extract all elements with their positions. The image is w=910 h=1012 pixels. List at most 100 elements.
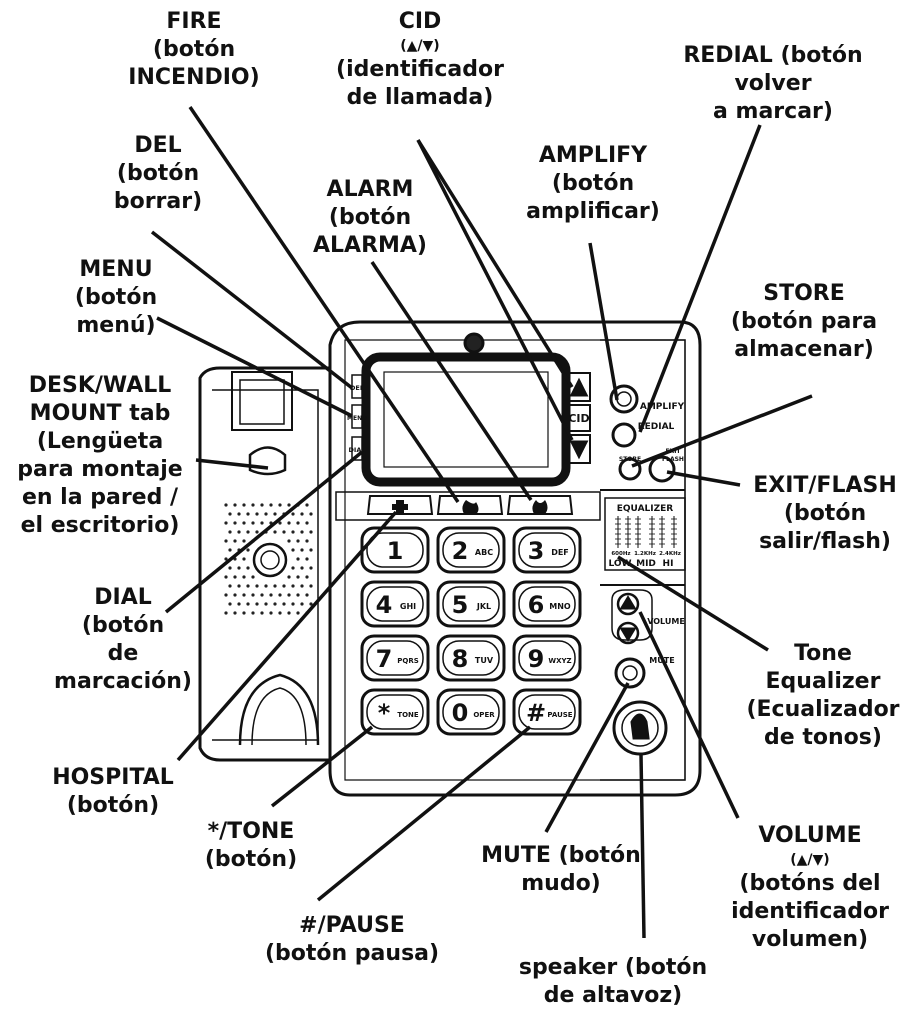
grill-hole xyxy=(237,512,241,516)
grill-hole xyxy=(269,503,273,507)
grill-hole xyxy=(305,557,309,561)
grill-hole xyxy=(269,593,273,597)
key-digit: * xyxy=(378,699,391,727)
grill-hole xyxy=(264,584,268,588)
grill-hole xyxy=(237,530,241,534)
grill-hole xyxy=(246,548,250,552)
grill-hole xyxy=(296,575,300,579)
grill-hole xyxy=(242,503,246,507)
grill-hole xyxy=(260,593,264,597)
side-buttons xyxy=(351,374,363,461)
volume-label: VOLUME xyxy=(647,617,685,626)
amplify-label: AMPLIFY xyxy=(640,402,685,412)
grill-hole xyxy=(296,539,300,543)
grill-hole xyxy=(260,521,264,525)
grill-hole xyxy=(237,584,241,588)
grill-hole xyxy=(233,521,237,525)
grill-hole xyxy=(300,512,304,516)
grill-hole xyxy=(246,566,250,570)
grill-hole xyxy=(305,521,309,525)
grill-hole xyxy=(300,530,304,534)
side-label-del: DEL xyxy=(350,384,364,392)
grill-hole xyxy=(296,557,300,561)
grill-hole xyxy=(255,530,259,534)
keypad-key[interactable]: 4 GHI xyxy=(360,580,430,628)
equalizer-title: EQUALIZER xyxy=(617,504,674,514)
key-digit: 8 xyxy=(452,645,469,673)
grill-hole xyxy=(309,566,313,570)
grill-hole xyxy=(246,530,250,534)
key-digit: 6 xyxy=(528,591,545,619)
grill-hole xyxy=(282,602,286,606)
keypad-key[interactable]: * TONE xyxy=(360,688,430,736)
grill-hole xyxy=(233,503,237,507)
key-letters: WXYZ xyxy=(548,657,571,665)
key-digit: 9 xyxy=(528,645,545,673)
keypad-key[interactable]: #PAUSE xyxy=(512,688,582,736)
grill-hole xyxy=(224,593,228,597)
grill-hole xyxy=(242,521,246,525)
flash-label: FLASH xyxy=(662,456,684,463)
grill-hole xyxy=(296,593,300,597)
key-letters: GHI xyxy=(400,602,416,611)
label-tone: */TONE(botón) xyxy=(204,819,298,872)
grill-hole xyxy=(251,611,255,615)
key-digit: 4 xyxy=(376,591,393,619)
eq-band-low: LOW xyxy=(609,559,632,569)
volume-up-button xyxy=(616,592,640,616)
grill-hole xyxy=(224,503,228,507)
display-screen xyxy=(361,352,571,487)
grill-hole xyxy=(305,503,309,507)
grill-hole xyxy=(224,575,228,579)
grill-hole xyxy=(246,584,250,588)
grill-hole xyxy=(251,503,255,507)
key-letters: TUV xyxy=(475,656,494,665)
grill-hole xyxy=(287,575,291,579)
grill-hole xyxy=(278,593,282,597)
grill-hole xyxy=(287,521,291,525)
desk-wall-tab xyxy=(248,446,287,476)
grill-hole xyxy=(228,548,232,552)
grill-hole xyxy=(309,512,313,516)
keypad-key[interactable]: 1 xyxy=(360,526,430,574)
key-letters: TONE xyxy=(397,711,419,719)
grill-hole xyxy=(291,602,295,606)
grill-hole xyxy=(309,584,313,588)
grill-hole xyxy=(300,584,304,588)
grill-hole xyxy=(300,566,304,570)
grill-hole xyxy=(237,566,241,570)
grill-hole xyxy=(273,512,277,516)
grill-hole xyxy=(278,503,282,507)
equalizer-panel xyxy=(604,497,686,571)
grill-hole xyxy=(246,602,250,606)
grill-hole xyxy=(291,584,295,588)
keypad-key[interactable]: 8 TUV xyxy=(436,634,506,682)
grill-hole xyxy=(242,557,246,561)
fire-button xyxy=(436,495,504,515)
grill-hole xyxy=(228,512,232,516)
grill-hole xyxy=(296,521,300,525)
grill-hole xyxy=(264,602,268,606)
grill-hole xyxy=(224,521,228,525)
grill-hole xyxy=(224,557,228,561)
grill-hole xyxy=(305,575,309,579)
grill-hole xyxy=(242,539,246,543)
side-label-dial: DIAL xyxy=(349,446,366,454)
grill-hole xyxy=(242,575,246,579)
grill-hole xyxy=(269,611,273,615)
